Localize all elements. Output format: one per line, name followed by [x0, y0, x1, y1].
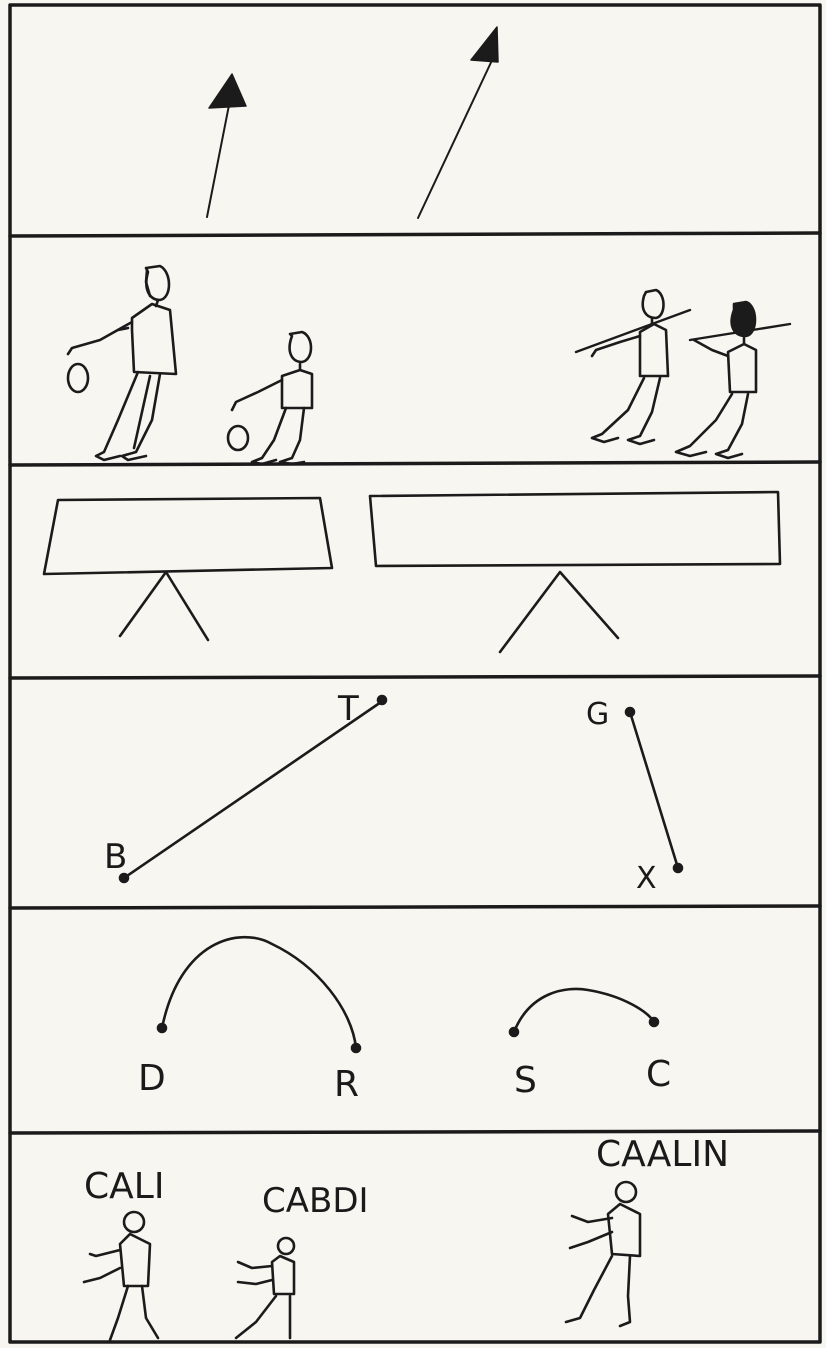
letter-g: G	[586, 697, 609, 732]
small-arc	[510, 989, 658, 1036]
name-cabdi: CABDI	[262, 1181, 369, 1221]
panel-arrows	[207, 27, 498, 218]
figure-cabdi	[236, 1238, 294, 1338]
letter-r: R	[334, 1064, 359, 1105]
small-discus-thrower	[228, 332, 312, 464]
short-line	[626, 708, 682, 872]
figure-caalin	[566, 1182, 640, 1326]
letter-b: B	[104, 837, 127, 877]
figure-cali	[84, 1212, 158, 1340]
javelin-thrower-left	[576, 290, 690, 444]
letter-t: T	[337, 689, 359, 729]
javelin-thrower-right	[676, 302, 790, 458]
panel-throwers	[68, 266, 790, 464]
short-arrow	[207, 74, 246, 217]
big-arc	[158, 937, 360, 1052]
letter-x: X	[636, 861, 657, 896]
panel-dividers	[10, 233, 820, 1133]
letter-s: S	[514, 1060, 537, 1101]
long-board	[370, 492, 780, 652]
panel-arcs: D R S C	[138, 937, 671, 1105]
panel-figures: CALI CABDI CAALIN	[84, 1134, 729, 1340]
letter-d: D	[138, 1058, 166, 1099]
name-cali: CALI	[84, 1166, 164, 1207]
name-caalin: CAALIN	[596, 1134, 729, 1175]
long-arrow	[418, 27, 498, 218]
big-discus-thrower	[68, 266, 176, 460]
letter-c: C	[646, 1054, 671, 1095]
short-board	[44, 498, 332, 640]
panel-boards	[44, 492, 780, 652]
panel-lines: T B G X	[104, 689, 682, 896]
